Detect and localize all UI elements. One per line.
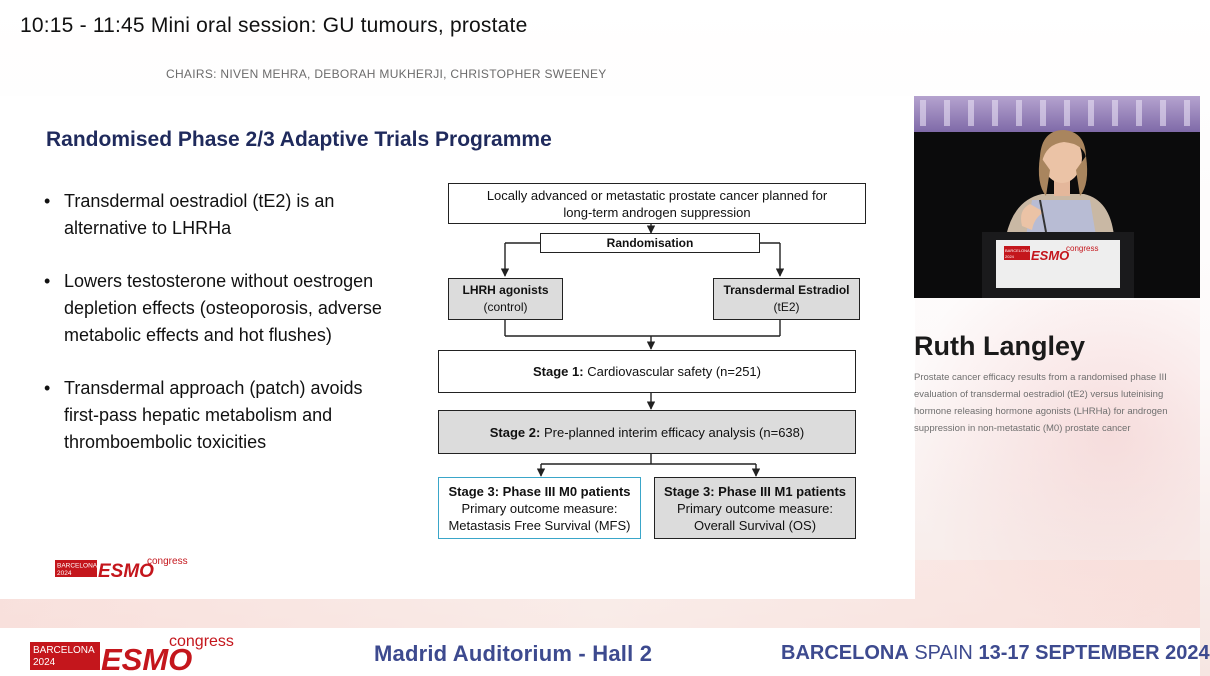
session-chairs: CHAIRS: NIVEN MEHRA, DEBORAH MUKHERJI, C… (166, 67, 607, 81)
slide-bullet-list: Transdermal oestradiol (tE2) is an alter… (42, 188, 382, 482)
session-title: 10:15 - 11:45 Mini oral session: GU tumo… (20, 14, 528, 37)
svg-text:2024: 2024 (57, 570, 72, 577)
city-label: BARCELONA (781, 642, 909, 664)
arm-lhrh-box: LHRH agonists (control) (448, 278, 563, 320)
stage1-text: Cardiovascular safety (n=251) (587, 364, 761, 379)
esmo-congress-footer-logo: BARCELONA 2024 ESMO congress (30, 633, 234, 676)
stage3-m0-line1: Primary outcome measure: (461, 500, 618, 516)
population-box: Locally advanced or metastatic prostate … (448, 183, 866, 224)
stage3-m1-line2: Overall Survival (OS) (693, 517, 817, 533)
stage1-label: Stage 1: (533, 364, 584, 379)
stage2-label: Stage 2: (489, 424, 541, 440)
talk-description: Prostate cancer efficacy results from a … (914, 372, 1168, 434)
svg-text:congress: congress (147, 556, 188, 567)
svg-text:congress: congress (169, 633, 234, 650)
stage3-m1-title: Stage 3: Phase III M1 patients (663, 483, 847, 499)
arm-lhrh-sub: (control) (483, 300, 528, 314)
venue-label: Madrid Auditorium - Hall 2 (374, 641, 653, 666)
stage2-text: Pre-planned interim efficacy analysis (n… (543, 424, 805, 440)
svg-text:BARCELONA: BARCELONA (1005, 248, 1030, 253)
arm-te2-title: Transdermal Estradiol (723, 283, 850, 297)
footer-bar: BARCELONA 2024 ESMO congress Madrid Audi… (0, 628, 1210, 676)
country-label: SPAIN (914, 642, 973, 664)
svg-text:ESMO: ESMO (101, 642, 192, 676)
svg-text:BARCELONA: BARCELONA (33, 645, 95, 656)
svg-text:2024: 2024 (1005, 254, 1015, 259)
dates-label: 13-17 SEPTEMBER 2024 (978, 642, 1210, 664)
arm-te2-sub: (tE2) (773, 300, 800, 314)
stage1-box: Stage 1: Cardiovascular safety (n=251) (438, 350, 856, 393)
slide-title: Randomised Phase 2/3 Adaptive Trials Pro… (46, 128, 552, 151)
stage3-m1-line1: Primary outcome measure: (676, 500, 834, 516)
bullet-item: Transdermal approach (patch) avoids firs… (42, 375, 382, 456)
stage3-m1-box: Stage 3: Phase III M1 patients Primary o… (654, 477, 856, 539)
stage2-box: Stage 2: Pre-planned interim efficacy an… (438, 410, 856, 454)
arm-te2-box: Transdermal Estradiol (tE2) (713, 278, 860, 320)
presentation-slide: Randomised Phase 2/3 Adaptive Trials Pro… (0, 96, 915, 599)
bullet-item: Transdermal oestradiol (tE2) is an alter… (42, 188, 382, 242)
stage3-m0-box: Stage 3: Phase III M0 patients Primary o… (438, 477, 641, 539)
svg-text:BARCELONA: BARCELONA (57, 563, 98, 570)
randomisation-box: Randomisation (540, 233, 760, 253)
speaker-video-frame: BARCELONA 2024 ESMO congress (914, 96, 1200, 298)
speaker-name: Ruth Langley (914, 331, 1086, 361)
flowchart-connectors (500, 224, 785, 477)
svg-text:2024: 2024 (33, 657, 56, 668)
svg-text:ESMO: ESMO (98, 561, 154, 582)
speaker-video: BARCELONA 2024 ESMO congress (914, 96, 1200, 298)
bullet-item: Lowers testosterone without oestrogen de… (42, 268, 382, 349)
stage3-m0-line2: Metastasis Free Survival (MFS) (448, 517, 631, 533)
esmo-congress-logo: BARCELONA 2024 ESMO congress (55, 556, 188, 582)
svg-text:congress: congress (1066, 244, 1098, 253)
randomisation-label: Randomisation (606, 235, 694, 250)
svg-text:ESMO: ESMO (1031, 248, 1069, 263)
arm-lhrh-title: LHRH agonists (462, 283, 549, 297)
location-dates: BARCELONA SPAIN 13-17 SEPTEMBER 2024 (781, 642, 1210, 665)
stage3-m0-title: Stage 3: Phase III M0 patients (448, 483, 631, 499)
population-text: Locally advanced or metastatic prostate … (486, 187, 828, 220)
